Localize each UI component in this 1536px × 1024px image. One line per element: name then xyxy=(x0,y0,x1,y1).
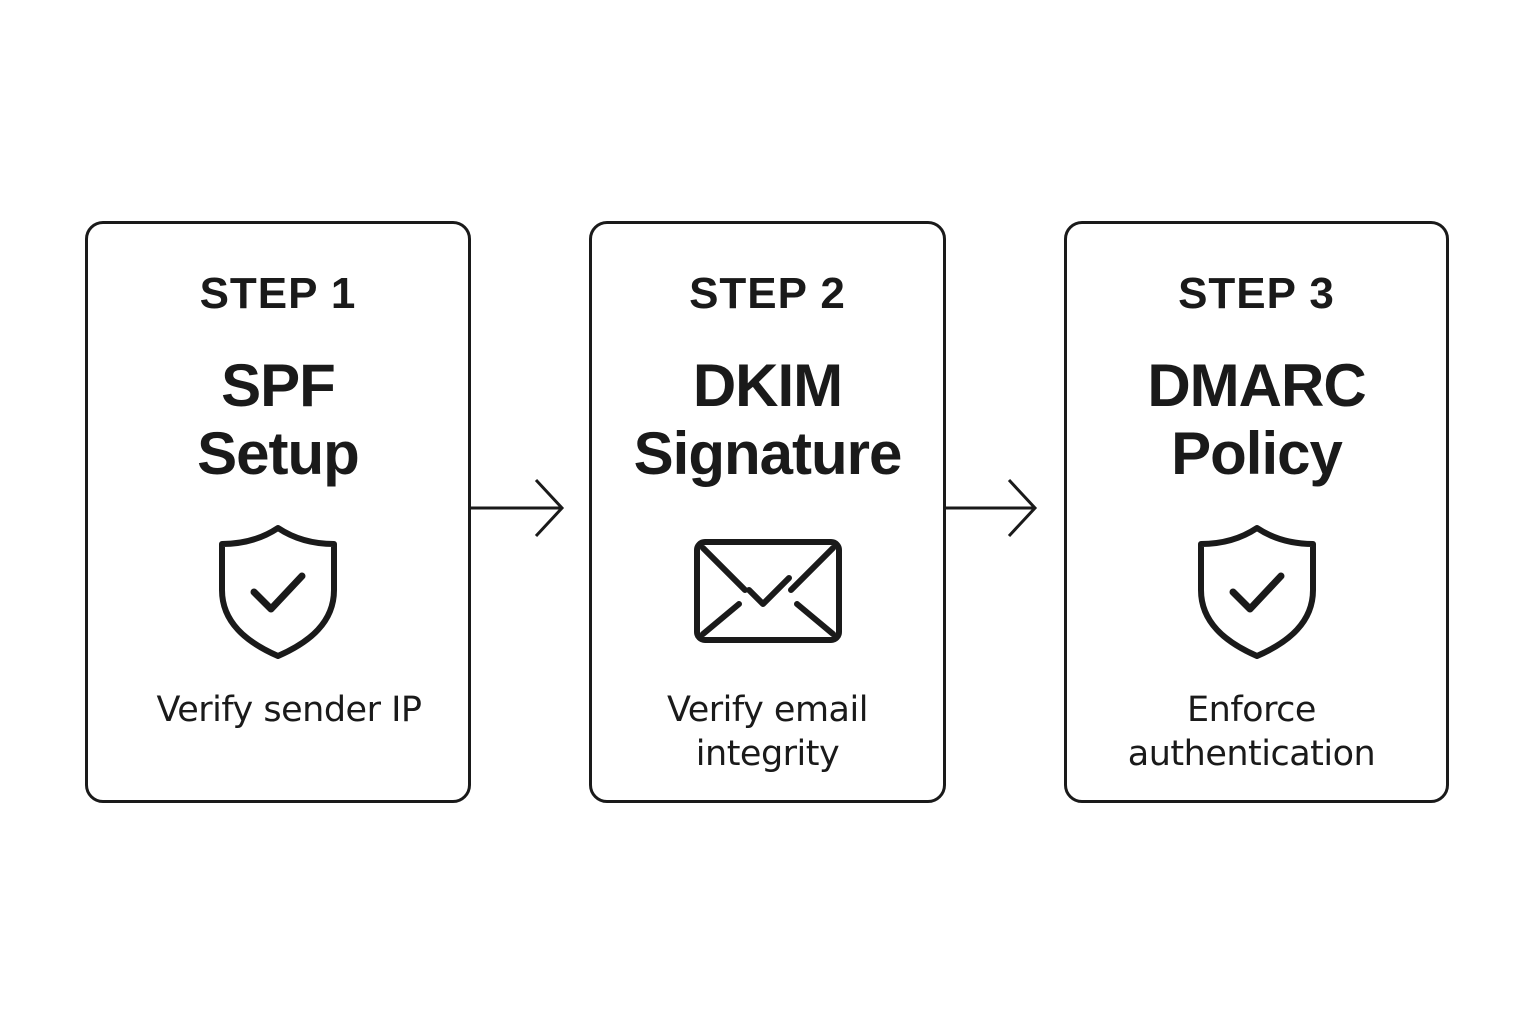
shield-check-icon xyxy=(1197,524,1317,665)
step-label: STEP 3 xyxy=(1178,269,1335,318)
step-description-line1: Enforce xyxy=(1187,690,1316,730)
step-description: Verify email integrity xyxy=(592,688,943,776)
step-label: STEP 2 xyxy=(689,269,846,318)
step-title-line1: DKIM xyxy=(692,352,843,419)
step-title-line1: DMARC xyxy=(1147,352,1366,419)
envelope-check-icon xyxy=(693,538,843,649)
step-description-line1: Verify email xyxy=(667,690,868,730)
shield-check-icon xyxy=(218,524,338,665)
arrow-right-icon xyxy=(470,476,566,545)
step-title-line1: SPF xyxy=(221,352,336,419)
step-description: Verify sender IP xyxy=(88,688,468,732)
step-title: SPF Setup xyxy=(88,352,468,488)
step-label: STEP 1 xyxy=(199,269,357,318)
step-title: DMARC Policy xyxy=(1067,352,1446,488)
step-description-line1: Verify sender IP xyxy=(156,690,422,730)
step-card-dkim: STEP 2 DKIM Signature Verify email integ… xyxy=(589,221,946,803)
arrow-right-icon xyxy=(945,476,1041,545)
step-title-line2: Signature xyxy=(633,420,903,487)
step-title: DKIM Signature xyxy=(592,352,943,488)
step-card-dmarc: STEP 3 DMARC Policy Enforce authenticati… xyxy=(1064,221,1449,803)
step-card-spf: STEP 1 SPF Setup Verify sender IP xyxy=(85,221,471,803)
step-description-line2: integrity xyxy=(695,734,840,774)
step-description: Enforce authentication xyxy=(1067,688,1446,776)
step-title-line2: Setup xyxy=(197,420,360,487)
step-title-line2: Policy xyxy=(1171,420,1343,487)
step-description-line2: authentication xyxy=(1127,734,1376,774)
